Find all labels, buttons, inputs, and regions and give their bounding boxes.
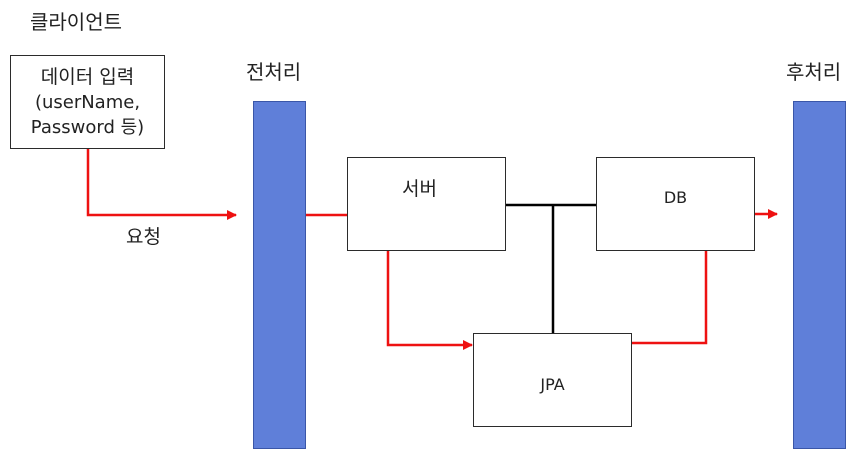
client-title: 클라이언트 [30, 10, 122, 34]
data-input-box: 데이터 입력 (userName, Password 등) [10, 55, 165, 149]
db-label: DB [663, 187, 688, 207]
request-label: 요청 [126, 226, 161, 248]
server-label: 서버 [402, 177, 437, 200]
data-input-line3: Password 등) [30, 116, 145, 138]
post-processing-bar [793, 101, 846, 449]
pre-to-jpa-arrow [305, 213, 473, 350]
pre-processing-bar [253, 101, 306, 449]
post-processing-label: 후처리 [786, 60, 842, 84]
pre-processing-label: 전처리 [246, 60, 302, 84]
jpa-box: JPA [473, 333, 632, 427]
data-input-line2: (userName, [34, 91, 141, 113]
data-input-line1: 데이터 입력 [40, 65, 135, 88]
db-box: DB [596, 157, 755, 251]
jpa-label: JPA [540, 374, 565, 394]
request-arrow [86, 149, 237, 220]
server-box: 서버 [347, 157, 506, 251]
